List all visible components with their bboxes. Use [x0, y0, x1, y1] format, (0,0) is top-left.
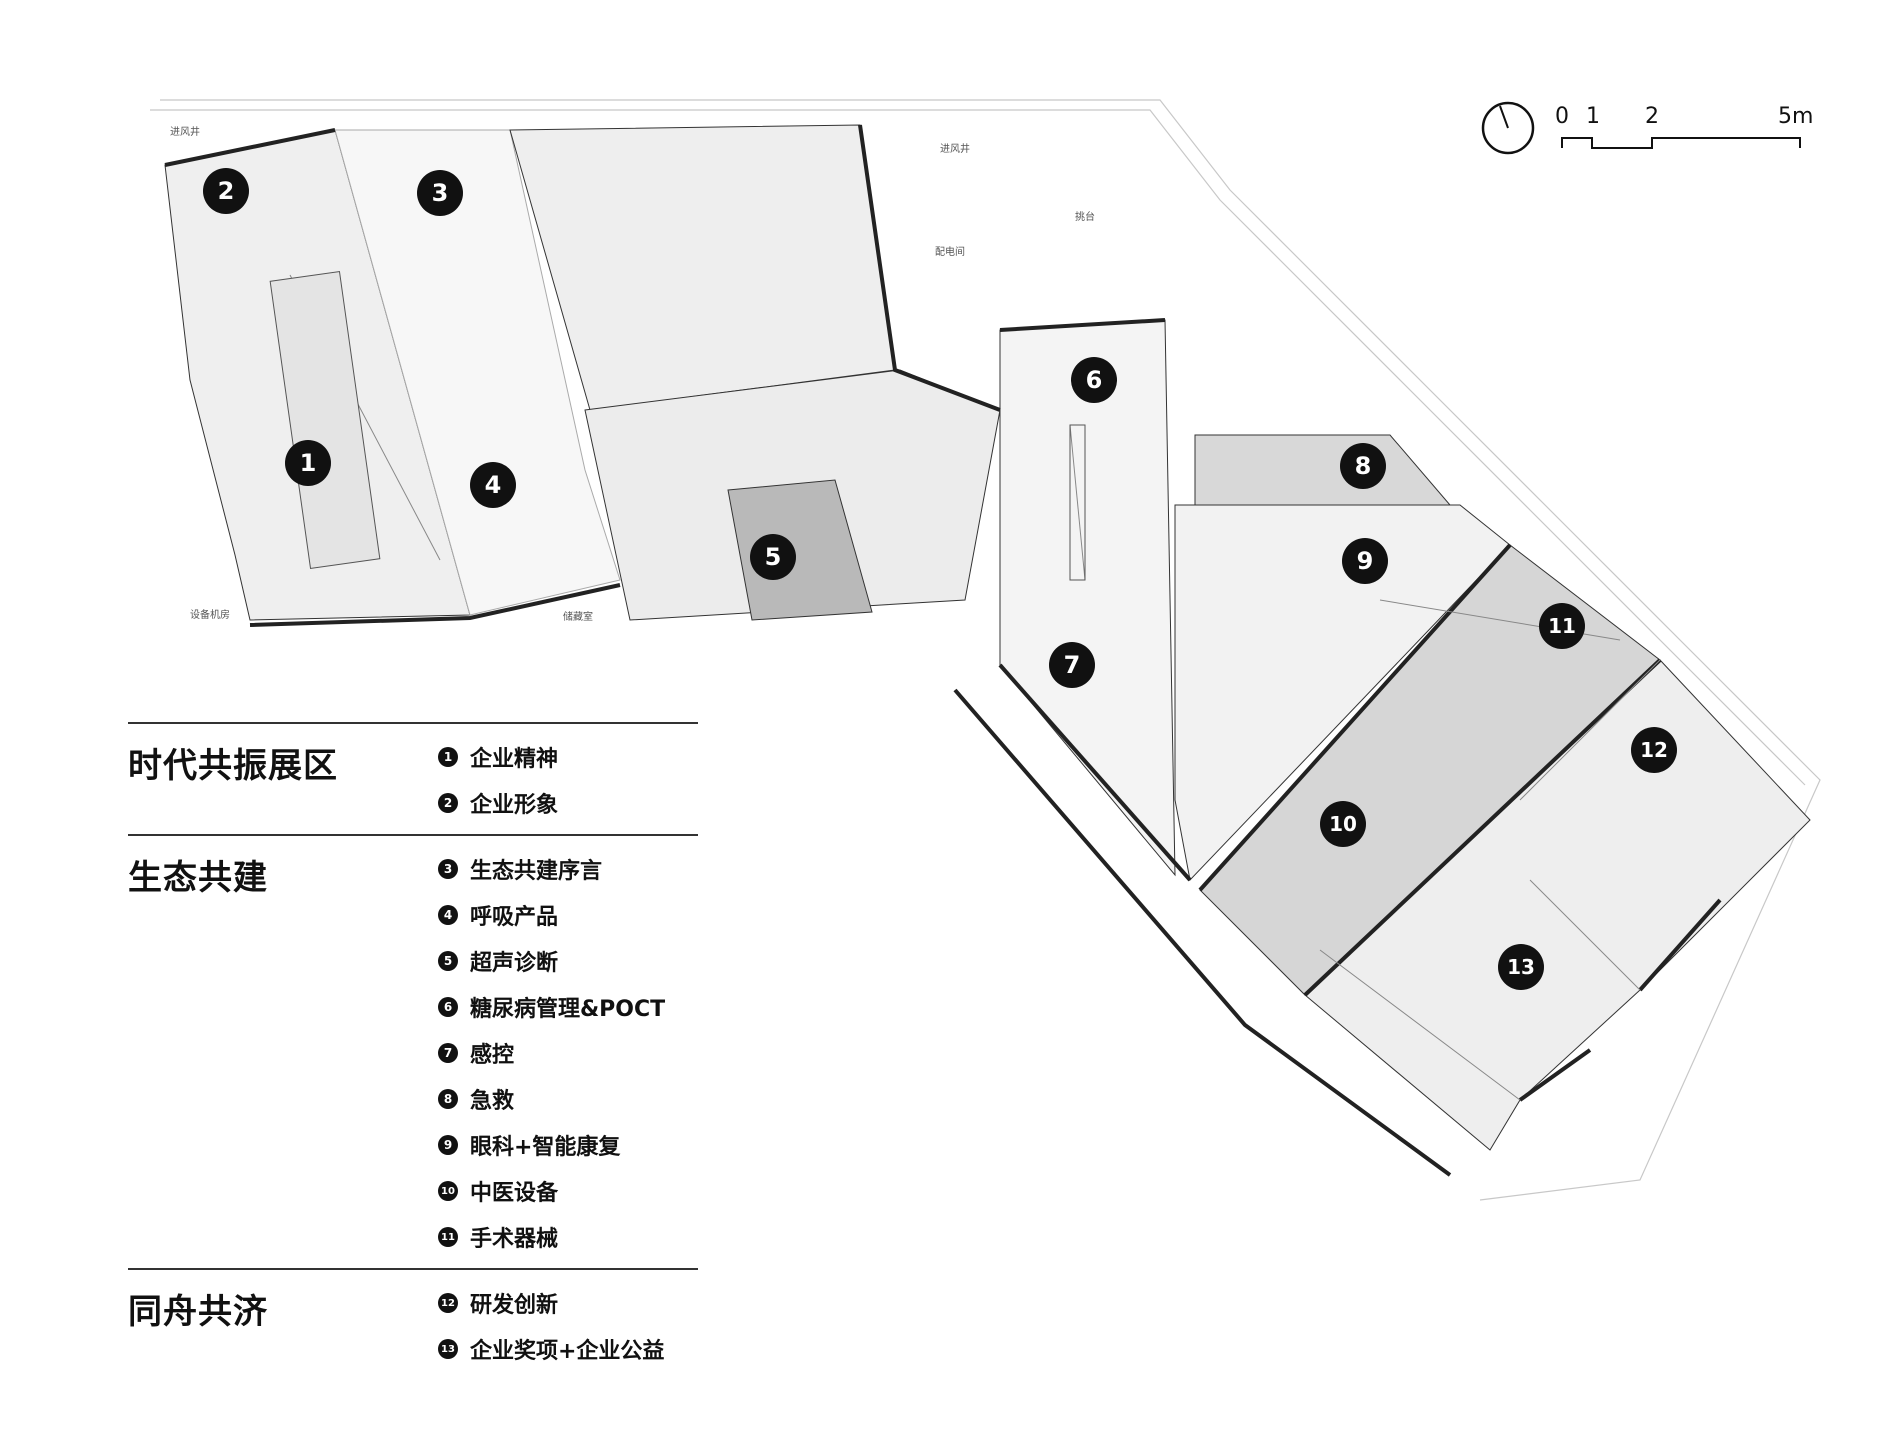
marker-10: 10	[1320, 801, 1366, 847]
zone-3-4	[334, 129, 621, 616]
marker-5: 5	[750, 534, 796, 580]
svg-text:4: 4	[485, 471, 502, 499]
legend-item: 3 生态共建序言	[438, 846, 665, 892]
legend-item: 2 企业形象	[438, 780, 558, 826]
legend-item-label: 企业形象	[470, 793, 559, 818]
marker-12: 12	[1631, 727, 1677, 773]
marker-3: 3	[417, 170, 463, 216]
scale-tick-1: 1	[1586, 104, 1600, 129]
walls	[164, 124, 1722, 1177]
legend-group-title: 同舟共济	[128, 1292, 268, 1332]
legend-item: 9 眼科+智能康复	[438, 1122, 665, 1168]
svg-text:1: 1	[300, 449, 317, 477]
marker-1: 1	[285, 440, 331, 486]
legend-item-label: 急救	[470, 1089, 515, 1114]
svg-text:5: 5	[765, 543, 782, 571]
legend-item-label: 生态共建序言	[470, 859, 603, 884]
svg-text:7: 7	[1064, 651, 1081, 679]
marker-6: 6	[1071, 357, 1117, 403]
legend-number-icon: 8	[438, 1089, 458, 1109]
scale-tick-0: 0	[1555, 104, 1569, 129]
zone-9	[1174, 504, 1511, 882]
legend-item-label: 企业奖项+企业公益	[470, 1339, 665, 1364]
svg-text:8: 8	[1355, 452, 1372, 480]
legend-item-label: 企业精神	[470, 747, 559, 772]
marker-2: 2	[203, 168, 249, 214]
legend-item: 10 中医设备	[438, 1168, 665, 1214]
legend-number-icon: 6	[438, 997, 458, 1017]
zone-5-highlight	[727, 479, 873, 621]
legend-number-icon: 1	[438, 747, 458, 767]
legend-number-icon: 3	[438, 859, 458, 879]
scale-bar: 0 1 2 5m	[1481, 101, 1813, 155]
legend-group-2: 生态共建 3 生态共建序言 4 呼吸产品 5 超声诊断 6 糖尿病管理&POCT 7 感控…	[128, 834, 698, 1268]
svg-text:12: 12	[1640, 738, 1668, 762]
north-arrow-icon	[1481, 101, 1535, 155]
scale-bar-line	[1561, 137, 1801, 149]
svg-text:13: 13	[1507, 955, 1535, 979]
marker-7: 7	[1049, 642, 1095, 688]
marker-13: 13	[1498, 944, 1544, 990]
legend-group-title: 时代共振展区	[128, 746, 338, 786]
marker-8: 8	[1340, 443, 1386, 489]
marker-9: 9	[1342, 538, 1388, 584]
legend-item-label: 超声诊断	[470, 951, 559, 976]
svg-text:10: 10	[1329, 812, 1357, 836]
svg-text:3: 3	[432, 179, 449, 207]
room-label-balcony: 挑台	[1075, 210, 1095, 223]
legend-number-icon: 13	[438, 1339, 458, 1359]
north-arrow-needle	[1499, 105, 1509, 129]
svg-text:6: 6	[1086, 366, 1103, 394]
legend-item: 13 企业奖项+企业公益	[438, 1326, 664, 1372]
legend-number-icon: 11	[438, 1227, 458, 1247]
legend-item: 12 研发创新	[438, 1280, 664, 1326]
legend-item: 7 感控	[438, 1030, 665, 1076]
legend-group-title: 生态共建	[128, 858, 268, 898]
legend-item-label: 研发创新	[470, 1293, 559, 1318]
scale-tick-5m: 5m	[1778, 104, 1813, 129]
legend-group-3: 同舟共济 12 研发创新 13 企业奖项+企业公益	[128, 1268, 698, 1380]
legend-item-label: 眼科+智能康复	[470, 1135, 621, 1160]
legend-item-label: 手术器械	[470, 1227, 559, 1252]
legend-number-icon: 4	[438, 905, 458, 925]
legend-item: 6 糖尿病管理&POCT	[438, 984, 665, 1030]
legend-item: 11 手术器械	[438, 1214, 665, 1260]
svg-text:9: 9	[1357, 547, 1374, 575]
room-label-equipment-room: 设备机房	[190, 608, 230, 621]
marker-11: 11	[1539, 603, 1585, 649]
legend-number-icon: 5	[438, 951, 458, 971]
legend-item: 5 超声诊断	[438, 938, 665, 984]
legend-number-icon: 12	[438, 1293, 458, 1313]
zone-6-7	[999, 319, 1176, 877]
legend-number-icon: 10	[438, 1181, 458, 1201]
marker-4: 4	[470, 462, 516, 508]
room-label-power-room: 配电间	[935, 245, 965, 258]
building-envelope	[150, 99, 1821, 1201]
legend-item: 8 急救	[438, 1076, 665, 1122]
legend-number-icon: 7	[438, 1043, 458, 1063]
legend-item-label: 糖尿病管理&POCT	[470, 997, 666, 1022]
legend-item-label: 呼吸产品	[470, 905, 559, 930]
svg-text:2: 2	[218, 177, 235, 205]
legend-item-label: 中医设备	[470, 1181, 559, 1206]
legend-item-label: 感控	[470, 1043, 515, 1068]
legend-item: 4 呼吸产品	[438, 892, 665, 938]
legend-group-1: 时代共振展区 1 企业精神 2 企业形象	[128, 722, 698, 834]
zone-upper	[509, 124, 896, 411]
room-label-intake-shaft-2: 进风井	[940, 142, 970, 155]
zones	[164, 124, 1811, 1151]
zone-8	[1194, 434, 1452, 506]
scale-tick-2: 2	[1645, 104, 1659, 129]
legend-item: 1 企业精神	[438, 734, 558, 780]
room-label-storage: 储藏室	[563, 610, 593, 623]
svg-text:11: 11	[1548, 614, 1576, 638]
zone-markers: 1 2 3 4 5 6 7 8 9 10 11 12 13	[203, 168, 1677, 990]
room-label-intake-shaft-1: 进风井	[170, 125, 200, 138]
legend-number-icon: 2	[438, 793, 458, 813]
legend-number-icon: 9	[438, 1135, 458, 1155]
